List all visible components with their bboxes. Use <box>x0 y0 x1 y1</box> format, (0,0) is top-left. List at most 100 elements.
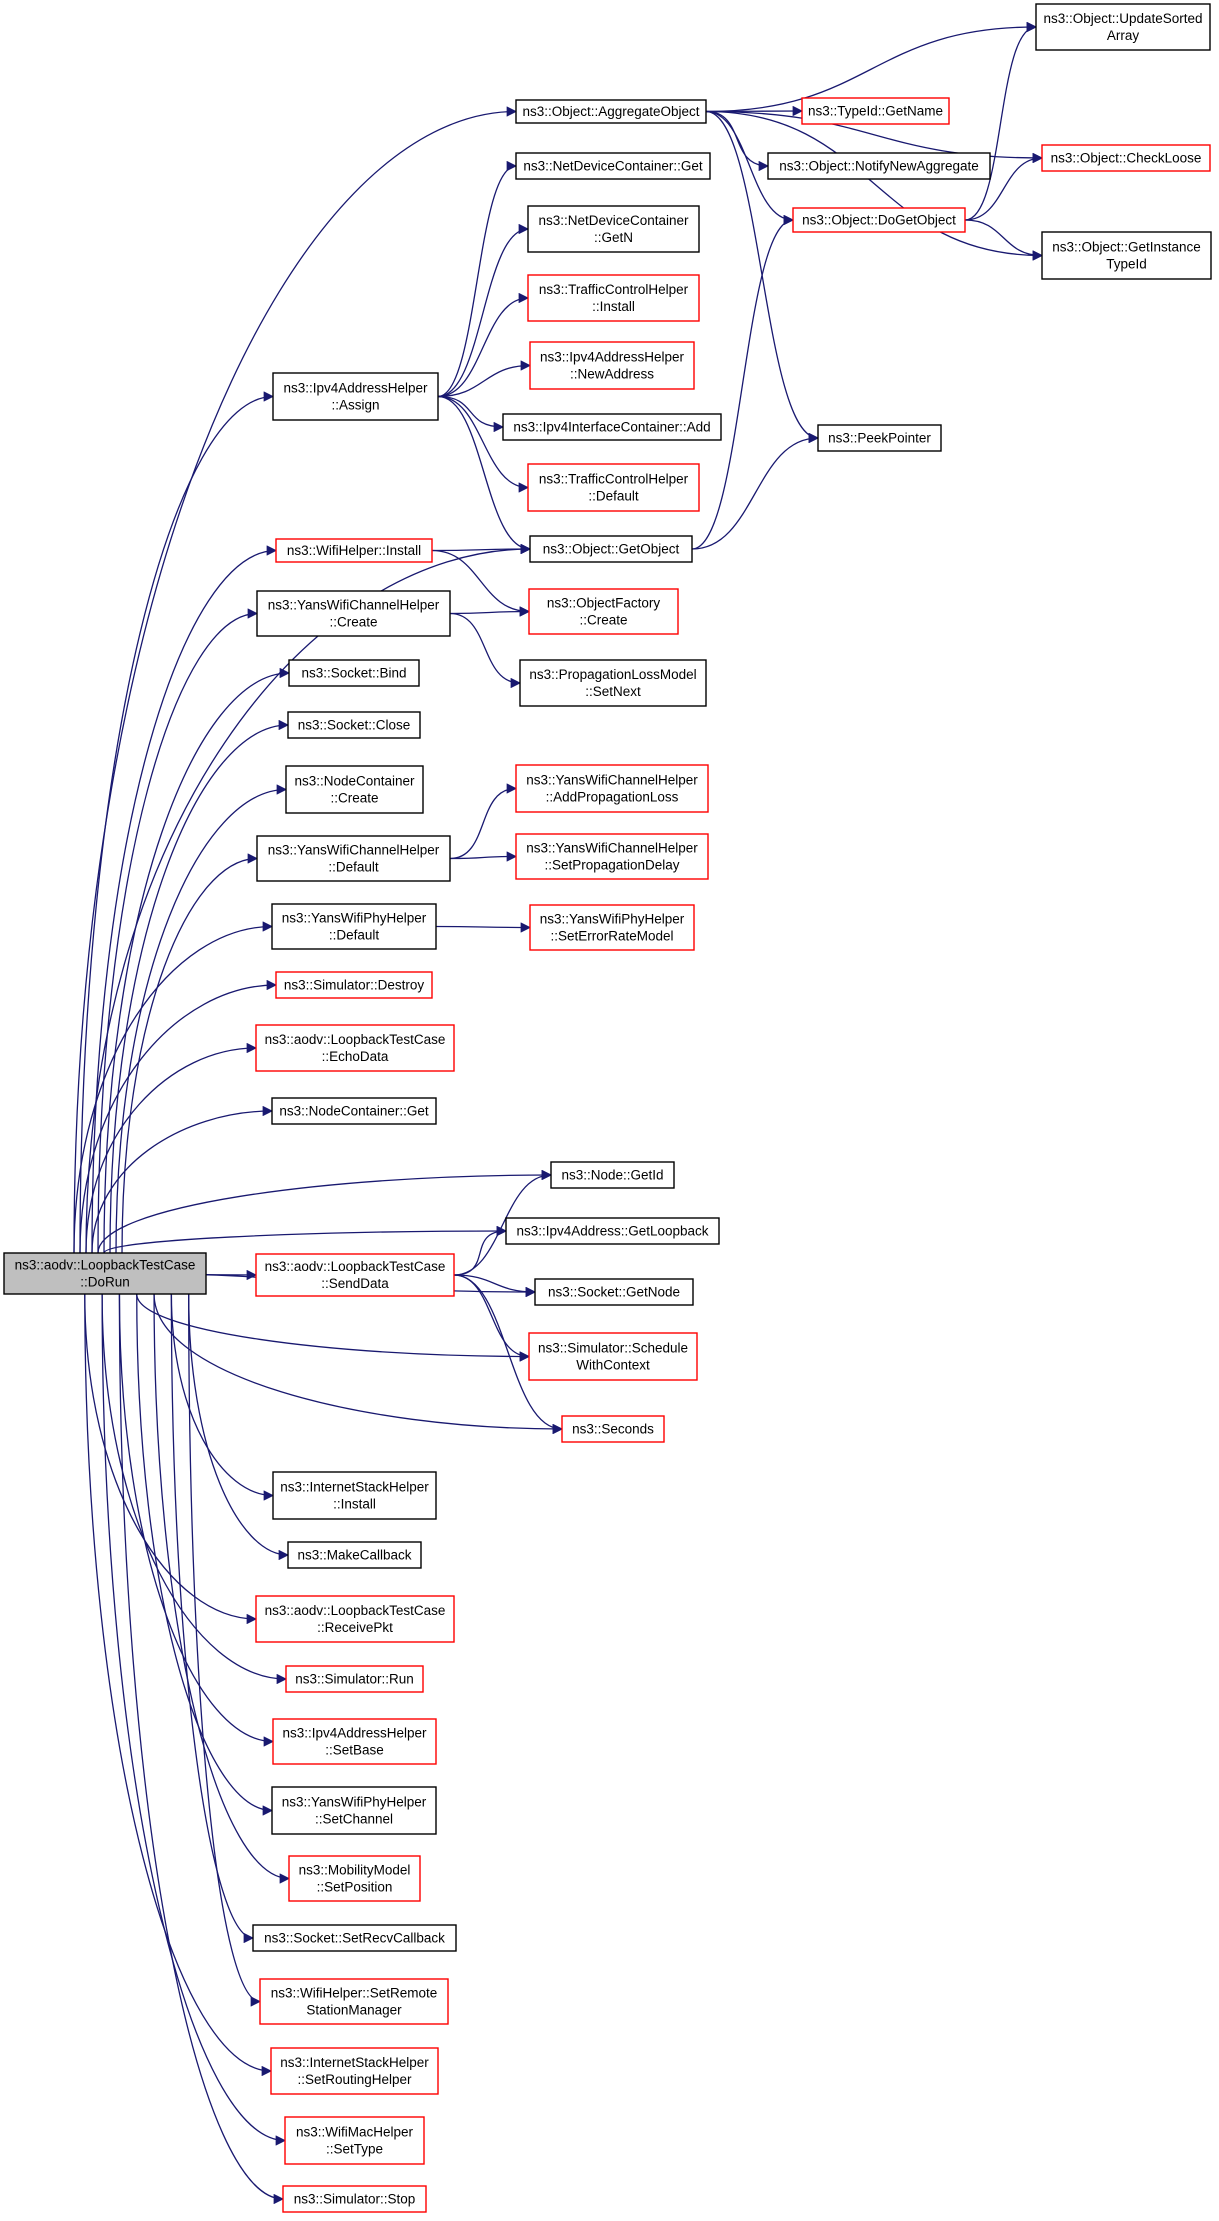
node-nodecontget[interactable]: ns3::NodeContainer::Get <box>271 1097 437 1125</box>
node-socketclose[interactable]: ns3::Socket::Close <box>287 711 421 739</box>
node-senddata[interactable]: ns3::aodv::LoopbackTestCase::SendData <box>255 1253 455 1297</box>
node-box[interactable] <box>505 1217 720 1245</box>
node-box[interactable] <box>515 99 707 124</box>
node-box[interactable] <box>529 341 695 390</box>
node-box[interactable] <box>272 372 439 421</box>
node-box[interactable] <box>502 413 722 441</box>
node-inetinstall[interactable]: ns3::InternetStackHelper::Install <box>272 1471 437 1520</box>
node-tcinstall[interactable]: ns3::TrafficControlHelper::Install <box>527 274 700 322</box>
node-box[interactable] <box>284 2116 425 2165</box>
node-box[interactable] <box>256 835 451 882</box>
node-box[interactable] <box>259 1978 449 2025</box>
node-box[interactable] <box>534 1278 694 1306</box>
node-aggregate[interactable]: ns3::Object::AggregateObject <box>515 99 707 124</box>
node-ipv4assign[interactable]: ns3::Ipv4AddressHelper::Assign <box>272 372 439 421</box>
node-box[interactable] <box>767 152 991 180</box>
node-box[interactable] <box>288 1855 421 1902</box>
node-box[interactable] <box>256 590 451 637</box>
node-box[interactable] <box>255 1024 455 1072</box>
node-yanschdefault[interactable]: ns3::YansWifiChannelHelper::Default <box>256 835 451 882</box>
node-seconds[interactable]: ns3::Seconds <box>561 1415 665 1443</box>
node-box[interactable] <box>272 1718 437 1765</box>
node-box[interactable] <box>527 463 700 512</box>
node-getloopback[interactable]: ns3::Ipv4Address::GetLoopback <box>505 1217 720 1245</box>
node-netdevget[interactable]: ns3::NetDeviceContainer::Get <box>515 152 711 180</box>
node-typeidgetname[interactable]: ns3::TypeId::GetName <box>801 97 950 125</box>
node-ipv4setbase[interactable]: ns3::Ipv4AddressHelper::SetBase <box>272 1718 437 1765</box>
node-box[interactable] <box>252 1924 457 1952</box>
node-box[interactable] <box>528 588 679 635</box>
node-box[interactable] <box>287 1541 422 1569</box>
node-yanschcreate[interactable]: ns3::YansWifiChannelHelper::Create <box>256 590 451 637</box>
node-setroutinghelper[interactable]: ns3::InternetStackHelper::SetRoutingHelp… <box>270 2047 439 2095</box>
node-box[interactable] <box>272 1471 437 1520</box>
node-echodata[interactable]: ns3::aodv::LoopbackTestCase::EchoData <box>255 1024 455 1072</box>
node-box[interactable] <box>270 2047 439 2095</box>
node-nodecontcreate[interactable]: ns3::NodeContainer::Create <box>285 765 424 814</box>
node-yansphydefault[interactable]: ns3::YansWifiPhyHelper::Default <box>271 903 437 950</box>
node-wifiinstall[interactable]: ns3::WifiHelper::Install <box>275 538 433 563</box>
node-box[interactable] <box>519 659 707 707</box>
node-box[interactable] <box>529 904 695 951</box>
node-newaddress[interactable]: ns3::Ipv4AddressHelper::NewAddress <box>529 341 695 390</box>
node-checkloose[interactable]: ns3::Object::CheckLoose <box>1041 144 1211 172</box>
node-box[interactable] <box>515 833 709 880</box>
node-box[interactable] <box>285 1665 424 1693</box>
node-box[interactable] <box>271 1786 437 1835</box>
node-box[interactable] <box>550 1161 675 1189</box>
node-box[interactable] <box>527 205 700 253</box>
node-box[interactable] <box>817 424 942 452</box>
node-socketbind[interactable]: ns3::Socket::Bind <box>288 659 420 687</box>
node-box[interactable] <box>275 538 433 563</box>
node-box[interactable] <box>1035 3 1211 51</box>
node-box[interactable] <box>528 1332 698 1381</box>
node-proplosssetnext[interactable]: ns3::PropagationLossModel::SetNext <box>519 659 707 707</box>
node-box[interactable] <box>792 207 966 233</box>
node-receivepkt[interactable]: ns3::aodv::LoopbackTestCase::ReceivePkt <box>255 1595 455 1643</box>
node-box[interactable] <box>527 274 700 322</box>
node-box[interactable] <box>271 903 437 950</box>
node-box[interactable] <box>275 971 433 999</box>
node-box[interactable] <box>287 711 421 739</box>
node-setrecvcallback[interactable]: ns3::Socket::SetRecvCallback <box>252 1924 457 1952</box>
node-box[interactable] <box>561 1415 665 1443</box>
node-addproploss[interactable]: ns3::YansWifiChannelHelper::AddPropagati… <box>515 764 709 813</box>
node-box[interactable] <box>255 1253 455 1297</box>
node-box[interactable] <box>271 1097 437 1125</box>
node-setpropdelay[interactable]: ns3::YansWifiChannelHelper::SetPropagati… <box>515 833 709 880</box>
node-notifynewagg[interactable]: ns3::Object::NotifyNewAggregate <box>767 152 991 180</box>
node-box[interactable] <box>3 1252 207 1295</box>
node-getobject[interactable]: ns3::Object::GetObject <box>529 535 693 563</box>
node-box[interactable] <box>515 764 709 813</box>
node-box[interactable] <box>255 1595 455 1643</box>
node-peekpointer[interactable]: ns3::PeekPointer <box>817 424 942 452</box>
node-box[interactable] <box>529 535 693 563</box>
node-wifimacsettype[interactable]: ns3::WifiMacHelper::SetType <box>284 2116 425 2165</box>
node-objfactcreate[interactable]: ns3::ObjectFactory::Create <box>528 588 679 635</box>
node-makecallback[interactable]: ns3::MakeCallback <box>287 1541 422 1569</box>
node-socketgetnode[interactable]: ns3::Socket::GetNode <box>534 1278 694 1306</box>
node-seterrorrate[interactable]: ns3::YansWifiPhyHelper::SetErrorRateMode… <box>529 904 695 951</box>
node-simdestroy[interactable]: ns3::Simulator::Destroy <box>275 971 433 999</box>
node-tcdefault[interactable]: ns3::TrafficControlHelper::Default <box>527 463 700 512</box>
node-dogetobject[interactable]: ns3::Object::DoGetObject <box>792 207 966 233</box>
node-nodegetid[interactable]: ns3::Node::GetId <box>550 1161 675 1189</box>
node-setchannel[interactable]: ns3::YansWifiPhyHelper::SetChannel <box>271 1786 437 1835</box>
node-simrun[interactable]: ns3::Simulator::Run <box>285 1665 424 1693</box>
node-setposition[interactable]: ns3::MobilityModel::SetPosition <box>288 1855 421 1902</box>
node-box[interactable] <box>515 152 711 180</box>
node-box[interactable] <box>801 97 950 125</box>
node-box[interactable] <box>282 2185 427 2213</box>
node-box[interactable] <box>1041 144 1211 172</box>
node-box[interactable] <box>288 659 420 687</box>
node-box[interactable] <box>285 765 424 814</box>
node-netdevgetn[interactable]: ns3::NetDeviceContainer::GetN <box>527 205 700 253</box>
node-box[interactable] <box>1041 231 1212 280</box>
node-dorun[interactable]: ns3::aodv::LoopbackTestCase::DoRun <box>3 1252 207 1295</box>
node-ipv4icadd[interactable]: ns3::Ipv4InterfaceContainer::Add <box>502 413 722 441</box>
node-simstop[interactable]: ns3::Simulator::Stop <box>282 2185 427 2213</box>
